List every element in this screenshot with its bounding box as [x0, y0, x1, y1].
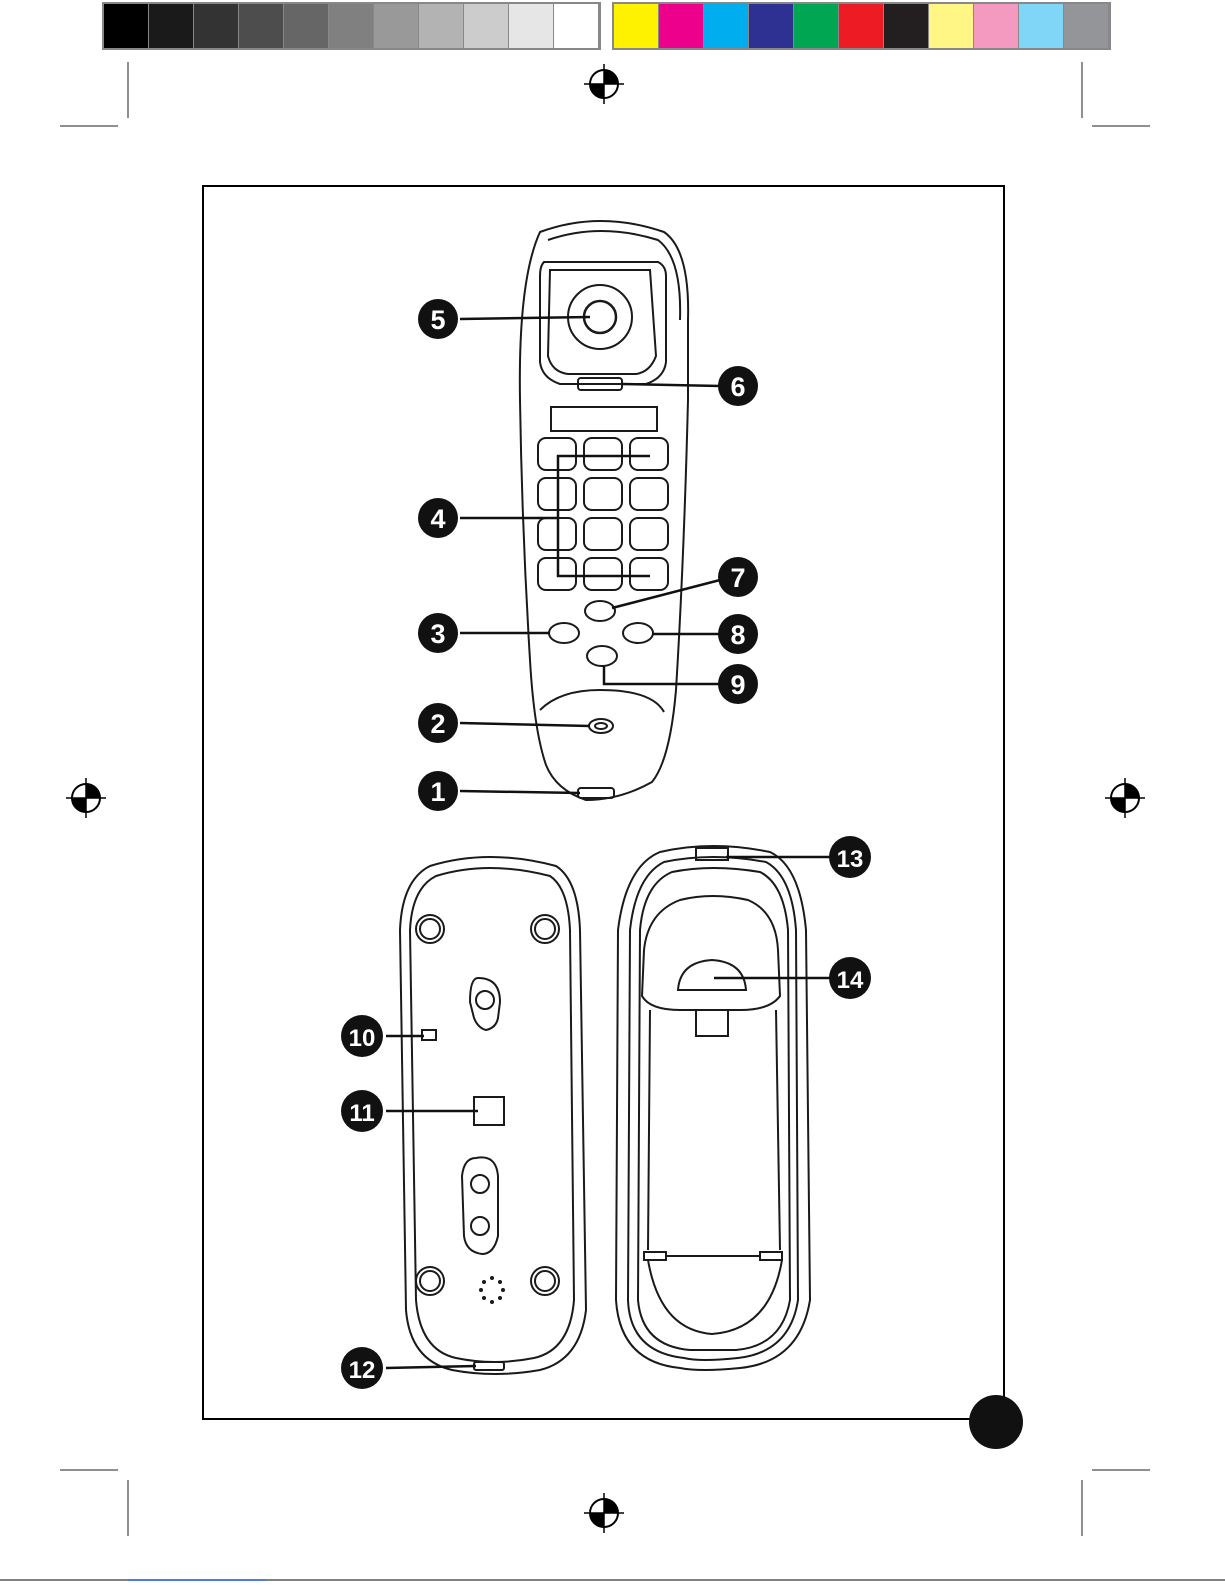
svg-text:4: 4	[430, 504, 445, 534]
callout-1: 1	[418, 771, 458, 811]
hook-switch-base	[696, 1010, 728, 1036]
page-number-badge	[969, 1395, 1023, 1449]
svg-text:12: 12	[349, 1357, 376, 1384]
callout-2: 2	[418, 703, 458, 743]
color-swatch	[974, 4, 1018, 48]
earpiece-frame	[540, 262, 666, 384]
color-swatch	[749, 4, 793, 48]
callout-9: 9	[718, 664, 758, 704]
color-calibration-bar	[612, 2, 1111, 50]
color-swatch	[929, 4, 973, 48]
color-swatch	[884, 4, 928, 48]
microphone	[589, 719, 613, 733]
button-3	[549, 623, 579, 643]
wall-mount-keyhole	[470, 978, 500, 1030]
color-swatch	[794, 4, 838, 48]
callout-4: 4	[418, 498, 458, 538]
cord-jack	[578, 788, 614, 798]
color-swatch	[839, 4, 883, 48]
color-swatch	[1064, 4, 1108, 48]
gray-swatch	[194, 4, 238, 48]
svg-text:5: 5	[430, 305, 445, 335]
callout-5: 5	[418, 299, 458, 339]
registration-mark-bottom	[584, 1493, 624, 1533]
button-7	[585, 601, 615, 621]
callout-14: 14	[829, 957, 871, 999]
svg-text:8: 8	[730, 620, 745, 650]
line-jack	[474, 1097, 504, 1125]
svg-text:14: 14	[837, 967, 864, 994]
gray-swatch	[284, 4, 328, 48]
svg-text:6: 6	[730, 372, 745, 402]
svg-text:13: 13	[837, 846, 864, 873]
gray-swatch	[149, 4, 193, 48]
callout-13: 13	[829, 836, 871, 878]
gray-swatch	[329, 4, 373, 48]
gray-swatch	[554, 4, 598, 48]
color-swatch	[1019, 4, 1063, 48]
callout-10: 10	[341, 1015, 383, 1057]
registration-mark-top	[584, 64, 624, 104]
callout-12: 12	[341, 1347, 383, 1389]
button-9	[587, 646, 617, 666]
gray-swatch	[239, 4, 283, 48]
svg-text:10: 10	[349, 1025, 376, 1052]
svg-text:7: 7	[730, 563, 745, 593]
figure-frame	[203, 186, 1004, 1419]
bottom-switch	[474, 1362, 504, 1370]
color-swatch	[704, 4, 748, 48]
callout-6: 6	[718, 366, 758, 406]
leader-lines	[386, 317, 832, 1368]
button-8	[623, 623, 653, 643]
registration-mark-right	[1105, 778, 1145, 818]
color-swatch	[614, 4, 658, 48]
display-window	[551, 407, 657, 431]
wall-mount-slot	[462, 1157, 498, 1254]
grayscale-calibration-bar	[102, 2, 601, 50]
speaker-vent	[479, 1276, 505, 1304]
svg-text:2: 2	[430, 709, 445, 739]
gray-swatch	[509, 4, 553, 48]
gray-swatch	[464, 4, 508, 48]
callout-3: 3	[418, 613, 458, 653]
svg-text:11: 11	[349, 1100, 374, 1127]
gray-swatch	[374, 4, 418, 48]
base-cradle	[616, 846, 810, 1370]
callout-8: 8	[718, 614, 758, 654]
callout-11: 11	[341, 1090, 383, 1132]
svg-text:1: 1	[430, 777, 445, 807]
callouts: 5 6 4 7 3 8 9 2 1 13 14 10 11 12	[341, 299, 871, 1389]
registration-mark-left	[66, 778, 106, 818]
svg-text:9: 9	[730, 670, 745, 700]
gray-swatch	[419, 4, 463, 48]
callout-7: 7	[718, 557, 758, 597]
hook-switch	[678, 960, 746, 990]
base-back	[400, 857, 586, 1374]
color-swatch	[659, 4, 703, 48]
handset-front	[520, 221, 688, 800]
switch-10	[422, 1030, 436, 1040]
gray-swatch	[104, 4, 148, 48]
svg-text:3: 3	[430, 619, 445, 649]
